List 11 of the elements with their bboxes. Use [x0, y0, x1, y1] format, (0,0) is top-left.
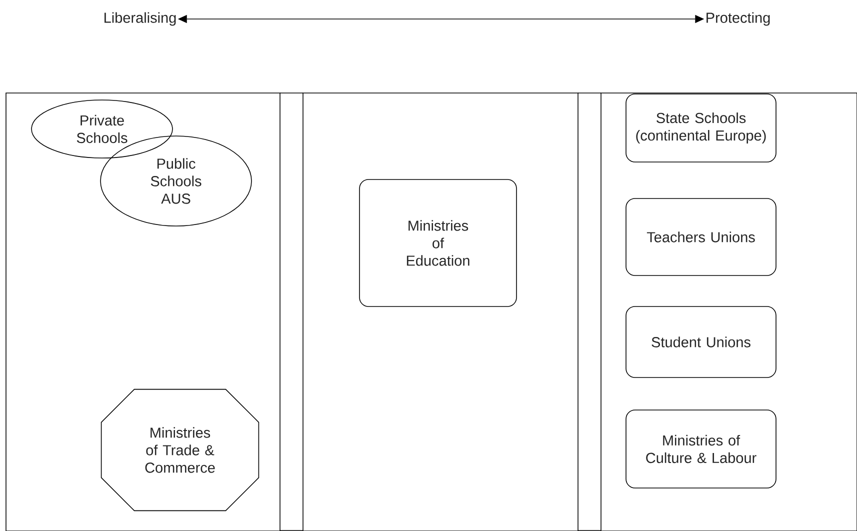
spectrum-end-label: Protecting [706, 12, 770, 26]
column-panel [6, 92, 280, 531]
column-panel [600, 92, 857, 531]
actor-box: Teachers Unions [626, 198, 776, 276]
actor-box: State Schools (continental Europe) [626, 94, 776, 162]
column-panel [302, 92, 578, 531]
actor-box: Ministries of Culture & Labour [626, 410, 776, 488]
actor-box: Ministries of Education [359, 179, 517, 307]
actor-octagon: Ministries of Trade & Commerce [100, 388, 260, 512]
actor-box: Student Unions [626, 306, 776, 378]
spectrum-end-label: Liberalising [104, 12, 176, 26]
